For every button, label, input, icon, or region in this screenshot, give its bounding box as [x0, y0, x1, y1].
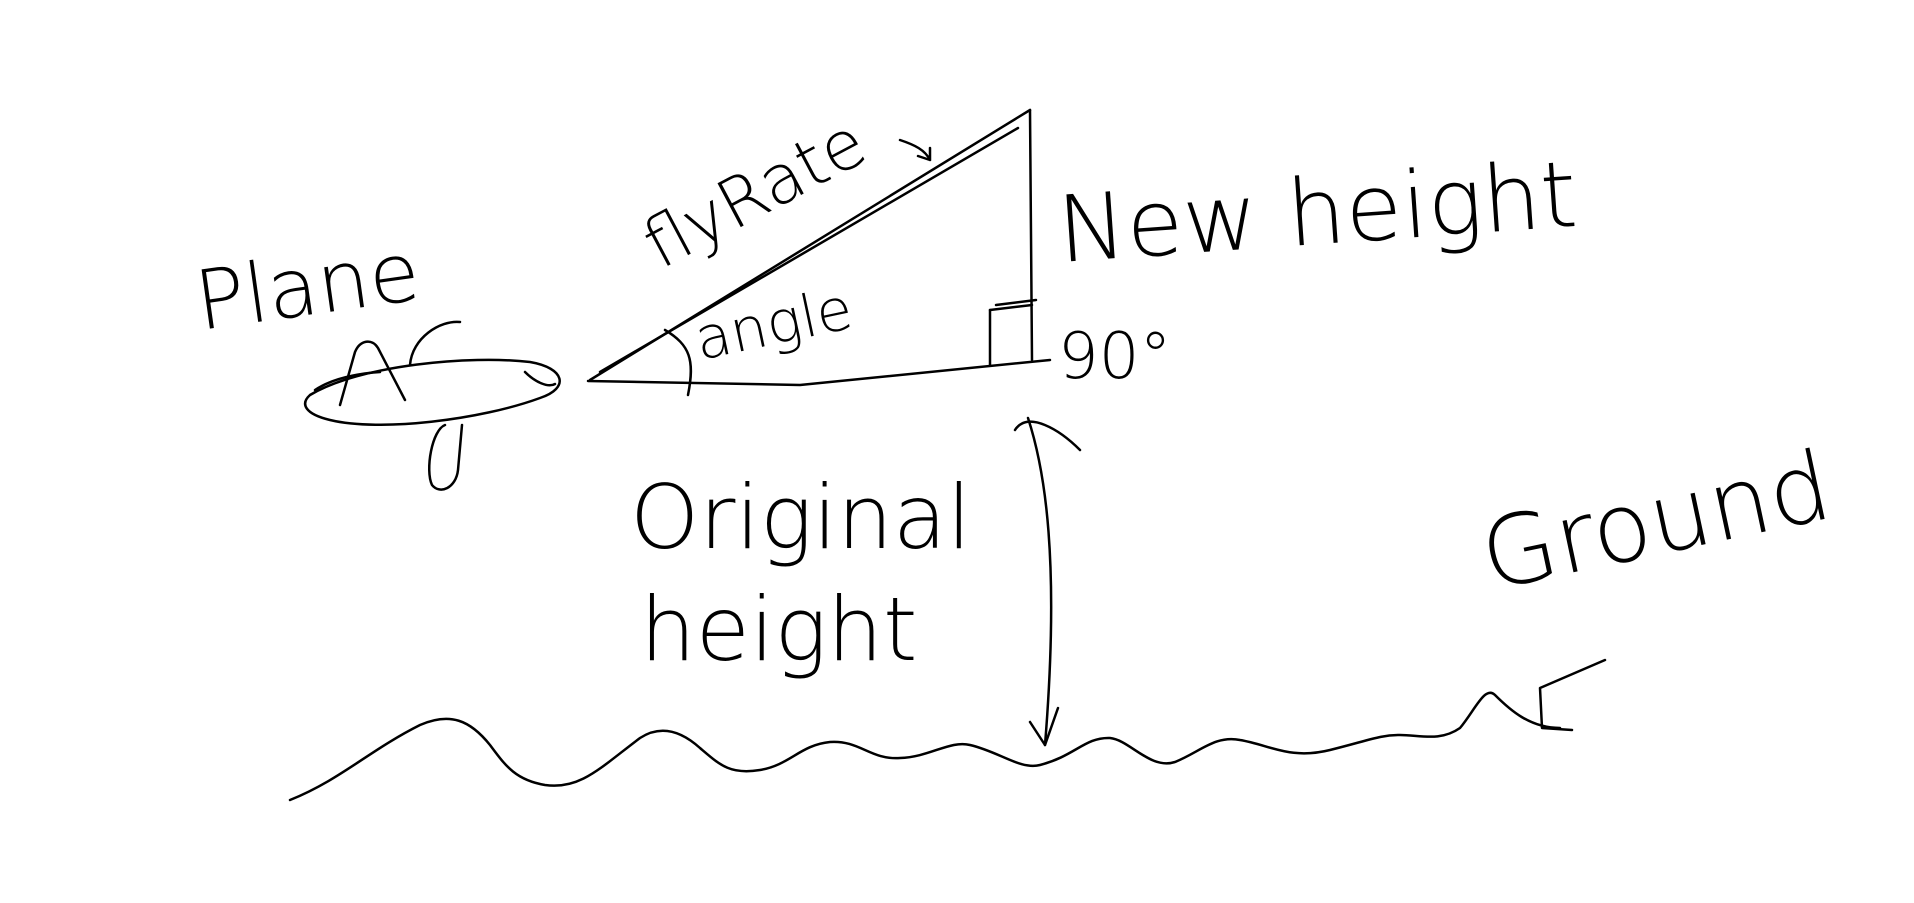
new-height-label: New height	[1054, 141, 1580, 284]
fly-rate-arrow-icon	[898, 138, 932, 162]
plane-icon	[304, 320, 561, 491]
angle-arc-icon	[663, 328, 693, 397]
right-angle-marker-icon	[988, 298, 1038, 367]
original-height-label: Original	[630, 466, 971, 569]
fly-rate-label: flyRate	[631, 103, 879, 285]
ground-arrow-icon	[1538, 658, 1607, 732]
flight-triangle	[586, 108, 1052, 387]
ground-label: Ground	[1471, 430, 1840, 613]
original-height-label-line2: height	[640, 578, 917, 681]
original-height-arrow-icon	[1013, 416, 1082, 747]
ground-line	[288, 691, 1562, 802]
angle-label: angle	[689, 274, 859, 374]
plane-label: Plane	[190, 224, 426, 349]
right-angle-label: 90°	[1058, 320, 1171, 394]
